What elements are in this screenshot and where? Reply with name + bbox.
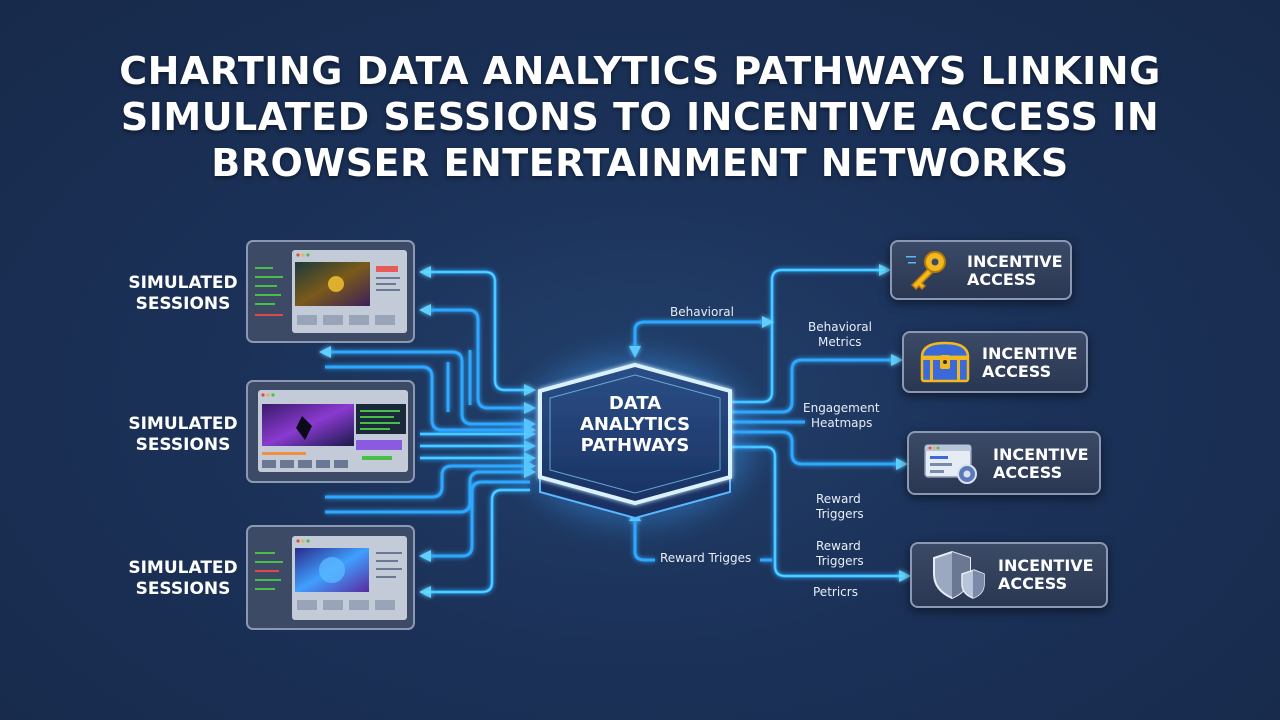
session-label-3: SIMULATED SESSIONS [118,558,248,600]
flow-label-text: Petricrs [813,585,858,599]
flow-label-text: Heatmaps [811,416,873,430]
flow-line [629,316,774,358]
incentive-line: ACCESS [967,270,1037,289]
flow-label-petricrs: Petricrs [813,585,858,600]
incentive-line: INCENTIVE [982,344,1078,363]
title-line-1: CHARTING DATA ANALYTICS PATHWAYS LINKING [119,49,1161,93]
flow-label-text: Triggers [816,554,864,568]
analytics-hub [515,355,755,525]
incentive-line: ACCESS [982,362,1052,381]
session-screen-3 [246,525,415,630]
page-title: CHARTING DATA ANALYTICS PATHWAYS LINKING… [60,48,1220,186]
session-label-1: SIMULATED SESSIONS [118,273,248,315]
incentive-card-4[interactable]: INCENTIVE ACCESS [910,542,1108,608]
flow-label-text: Behavioral [808,320,872,334]
incentive-line: INCENTIVE [998,556,1094,575]
treasure-chest-icon [920,341,970,383]
hub-label-line: DATA [608,393,662,414]
flow-line [727,430,908,470]
flow-label-text: Behavioral [670,305,734,319]
incentive-card-3[interactable]: INCENTIVE ACCESS [907,431,1101,495]
shield-icon [933,550,985,600]
title-line-2: SIMULATED SESSIONS TO INCENTIVE ACCESS I… [120,95,1160,139]
title-line-3: BROWSER ENTERTAINMENT NETWORKS [211,141,1069,185]
incentive-line: INCENTIVE [993,445,1089,464]
hub-label-line: ANALYTICS [579,414,691,435]
incentive-line: ACCESS [993,463,1063,482]
flow-line [419,488,530,598]
right-flow-highlights [727,269,905,577]
flow-label-text: Reward [816,492,861,506]
flow-label-reward-trigges: Reward Trigges [660,551,751,566]
flow-line [727,354,903,414]
incentive-line: ACCESS [998,574,1068,593]
hub-hexagon [538,362,732,506]
flow-label-text: Reward Trigges [660,551,752,565]
flow-line [325,460,536,499]
incentive-card-2[interactable]: INCENTIVE ACCESS [902,331,1088,393]
left-flow-highlights [420,271,530,593]
flow-line [325,365,536,436]
session-screen-2 [246,380,415,483]
session-label-line: SESSIONS [135,435,231,455]
incentive-card-text: INCENTIVE ACCESS [967,253,1063,289]
flow-line [325,466,536,514]
incentive-card-1[interactable]: INCENTIVE ACCESS [890,240,1072,300]
flow-label-behavioral-metrics: Behavioral Metrics [808,320,872,350]
incentive-card-text: INCENTIVE ACCESS [993,446,1089,482]
session-screen-1 [246,240,415,343]
session-label-line: SESSIONS [135,579,231,599]
browser-window-icon [924,444,977,484]
hub-label: DATA ANALYTICS PATHWAYS [560,393,710,456]
session-label-line: SIMULATED [128,273,238,293]
flow-line [629,509,655,562]
flow-label-text: Triggers [816,507,864,521]
key-icon [906,251,946,291]
flow-line [419,480,530,562]
incentive-card-text: INCENTIVE ACCESS [998,557,1094,593]
flow-label-text: Engagement [803,401,880,415]
incentive-line: INCENTIVE [967,252,1063,271]
flow-label-behavioral: Behavioral [670,305,734,320]
incentive-card-text: INCENTIVE ACCESS [982,345,1078,381]
flow-label-text: Metrics [818,335,862,349]
flow-line [419,304,536,414]
session-label-line: SIMULATED [128,558,238,578]
flow-label-reward-triggers-a: Reward Triggers [816,492,864,522]
session-label-2: SIMULATED SESSIONS [118,414,248,456]
flow-line [319,346,536,430]
hub-label-line: PATHWAYS [580,435,690,456]
flow-label-engagement: Engagement Heatmaps [803,401,880,431]
flow-label-text: Reward [816,539,861,553]
session-label-line: SIMULATED [128,414,238,434]
session-label-line: SESSIONS [135,294,231,314]
flow-label-reward-triggers-b: Reward Triggers [816,539,864,569]
